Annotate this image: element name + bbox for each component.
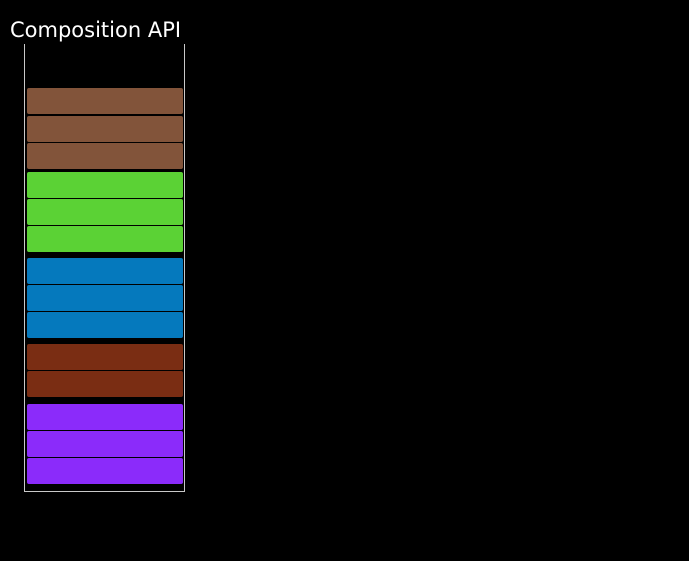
chart-bar	[27, 199, 183, 225]
chart-bar	[27, 226, 183, 252]
chart-bar	[27, 404, 183, 430]
chart-bar	[27, 258, 183, 284]
chart-bar	[27, 143, 183, 169]
chart-bar	[27, 344, 183, 370]
chart-bar	[27, 431, 183, 457]
chart-bar	[27, 312, 183, 338]
bar-chart-container	[24, 44, 185, 492]
chart-bar	[27, 371, 183, 397]
page-title: Composition API	[10, 18, 182, 42]
bar-stack	[27, 44, 183, 492]
chart-bar	[27, 116, 183, 142]
chart-bar	[27, 88, 183, 114]
chart-bar	[27, 458, 183, 484]
chart-bar	[27, 172, 183, 198]
chart-bar	[27, 285, 183, 311]
